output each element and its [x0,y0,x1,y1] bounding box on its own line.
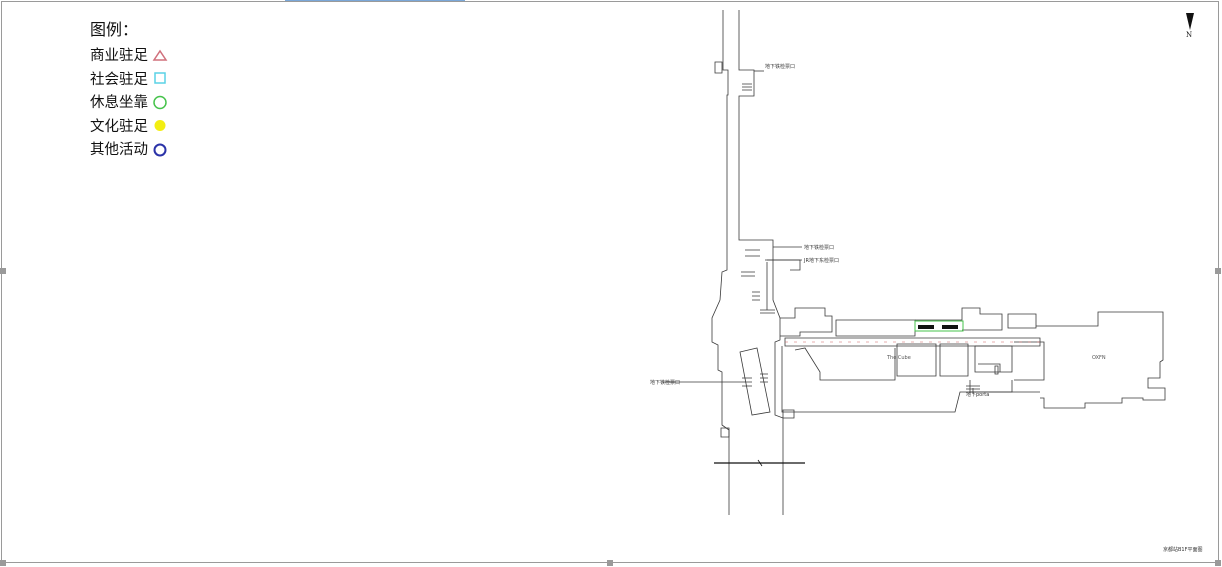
resize-handle-bottom-left[interactable] [0,560,6,566]
legend-item-culture: 文化驻足 [90,114,168,138]
legend-label: 社会驻足 [90,71,148,88]
resize-handle-left[interactable] [0,268,6,274]
label-exit-mid1: 地下铁检票口 [804,245,835,251]
resize-handle-bottom[interactable] [607,560,613,566]
label-exit-mid2: JR地下东检票口 [804,258,839,264]
legend-label: 其他活动 [90,142,148,159]
label-exit-left: 地下铁检票口 [650,380,681,386]
label-exit-top: 地下铁检票口 [765,64,796,70]
north-arrow-icon [1186,13,1194,30]
label-block-b: OXFN [1092,355,1106,361]
legend: 图例： 商业驻足 社会驻足 休息坐靠 文化驻足 其他活动 [90,20,168,161]
legend-label: 文化驻足 [90,118,148,135]
legend-item-rest: 休息坐靠 [90,90,168,114]
square-icon [154,72,166,84]
resize-handle-right[interactable] [1215,268,1221,274]
legend-title: 图例： [90,20,139,39]
circle-filled-yellow-icon [154,120,166,132]
legend-item-social: 社会驻足 [90,67,168,91]
label-entrance: 地下porta [966,392,990,398]
green-highlight-zone [914,320,964,332]
circle-outline-blue-icon [153,143,167,157]
legend-item-other: 其他活动 [90,137,168,161]
north-label: N [1186,31,1193,39]
footer-caption: 京都站B1F平面图 [1163,547,1203,553]
legend-label: 休息坐靠 [90,95,148,112]
resize-handle-bottom-right[interactable] [1215,560,1221,566]
label-block-a: The Cube [887,355,911,361]
legend-label: 商业驻足 [90,48,148,65]
triangle-icon [152,49,168,61]
circle-outline-green-icon [153,95,167,109]
legend-item-commercial: 商业驻足 [90,43,168,67]
